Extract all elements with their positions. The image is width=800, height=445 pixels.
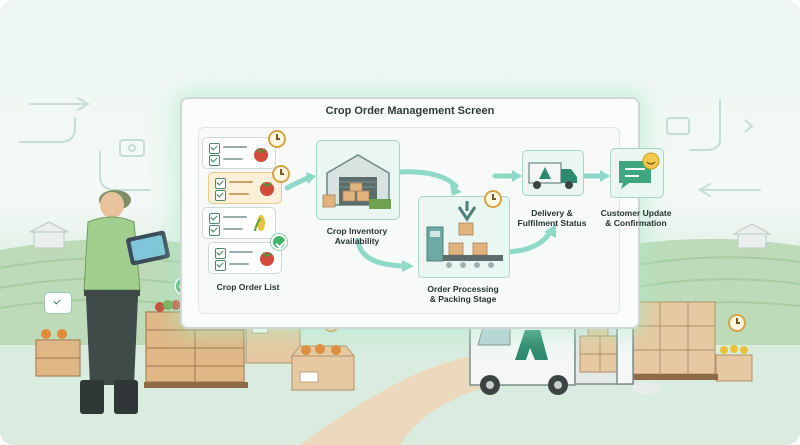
warehouse-icon <box>322 154 391 209</box>
tomato-icon <box>260 182 274 196</box>
inventory-card[interactable] <box>316 140 400 220</box>
corn-icon <box>254 215 265 232</box>
order-card-highlighted[interactable] <box>208 172 282 204</box>
screen-title: Crop Order Management Screen <box>325 105 495 117</box>
farmer-illustration <box>80 190 170 414</box>
truck-icon <box>528 162 577 189</box>
tomato-icon <box>254 148 268 162</box>
delivery-card[interactable] <box>522 150 584 196</box>
check-badge-icon <box>271 234 287 250</box>
clock-icon <box>272 165 290 183</box>
customer-card[interactable] <box>610 148 664 198</box>
stage-label-processing: Order Processing & Packing Stage <box>427 284 499 304</box>
clock-icon <box>268 130 286 148</box>
stage-label-inventory: Crop Inventory Availability <box>326 226 388 246</box>
stage-label-customer: Customer Update & Confirmation <box>600 208 672 228</box>
order-card[interactable] <box>202 137 276 169</box>
clock-icon <box>728 314 746 332</box>
order-card[interactable] <box>202 207 276 239</box>
checkmark-bubble-icon <box>44 292 72 314</box>
stage-label-order-list: Crop Order List <box>216 282 280 292</box>
clock-icon <box>484 190 502 208</box>
order-card[interactable] <box>208 242 282 274</box>
stage-label-delivery: Delivery & Fulfilment Status <box>517 208 587 228</box>
chat-bubble-icon <box>619 152 660 189</box>
packing-machine-icon <box>426 201 503 268</box>
processing-card[interactable] <box>418 196 510 278</box>
tomato-icon <box>260 252 274 266</box>
